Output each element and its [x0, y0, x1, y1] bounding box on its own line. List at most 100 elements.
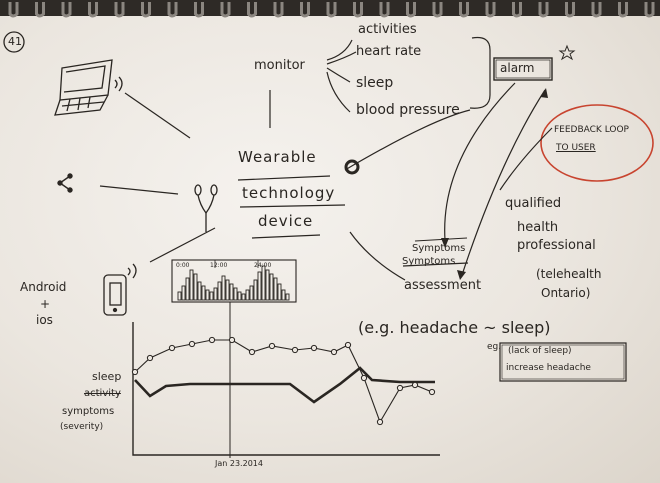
hist-bar [277, 283, 282, 301]
platform-line-3: ios [36, 313, 53, 327]
hist-bar [245, 289, 250, 301]
monitor-item-heart-rate: heart rate [356, 44, 422, 59]
hist-bar [265, 269, 270, 301]
center-line-2: technology [242, 184, 336, 202]
device-underlines [237, 175, 346, 239]
chart-label-activity: activity [84, 388, 121, 399]
earbuds-sketch [194, 184, 218, 232]
example-text: (e.g. headache ~ sleep) [358, 318, 551, 337]
spiral-ring [247, 2, 257, 18]
spiral-ring [618, 2, 628, 18]
monitor-item-activities: activities [358, 22, 417, 37]
assessment-label: assessment [404, 278, 482, 293]
hist-bar [241, 293, 246, 301]
feedback-line-1: FEEDBACK LOOP [554, 125, 629, 135]
share-icon [57, 173, 73, 193]
eg-box [499, 342, 627, 382]
spiral-ring [379, 2, 390, 18]
chart-point [376, 418, 384, 426]
hist-bar [225, 279, 230, 301]
hist-bar [229, 283, 234, 301]
telehealth-line-1: (telehealth [536, 267, 602, 281]
platform-line-1: Android [20, 280, 67, 294]
hist-bar [253, 279, 258, 301]
monitor-brace [469, 36, 491, 109]
chart-point [248, 348, 256, 356]
strike-line [402, 262, 469, 267]
hist-bar [249, 285, 254, 301]
symptoms-crossed-label: Symptoms [402, 256, 456, 267]
spiral-ring [538, 2, 549, 18]
chart-point [188, 340, 196, 348]
spiral-ring [591, 2, 602, 18]
chart-axes [132, 322, 440, 456]
chart-point [330, 348, 338, 356]
professional-line-3: professional [517, 238, 596, 253]
hist-tick-0: 0:00 [176, 262, 190, 269]
chart-line-thick [134, 366, 435, 404]
spiral-ring [194, 2, 204, 18]
page-number-circle [3, 31, 25, 53]
spiral-ring [353, 2, 363, 18]
hist-bar [197, 281, 202, 301]
hist-bar [273, 277, 278, 301]
chart-point [268, 342, 276, 350]
star-icon [558, 44, 576, 61]
feedback-circle [540, 104, 654, 182]
chart-label-severity: (severity) [60, 422, 104, 432]
alarm-box [493, 57, 553, 81]
monitor-label: monitor [254, 58, 305, 73]
sleep-symptoms-chart [131, 302, 440, 458]
hist-bar [261, 265, 266, 301]
hist-bar [269, 273, 274, 301]
connector-lines [99, 82, 553, 281]
hist-bar [281, 289, 286, 301]
spiral-ring [459, 2, 469, 18]
chart-point [208, 336, 216, 344]
professional-line-1: qualified [505, 196, 562, 211]
spiral-binding [0, 0, 660, 18]
chart-point [396, 384, 404, 392]
alarm-label: alarm [500, 61, 535, 75]
spiral-ring [8, 2, 19, 18]
symptoms-underline [414, 237, 468, 242]
hist-bar [177, 291, 182, 301]
center-line-1: Wearable [238, 148, 317, 166]
spiral-ring [326, 2, 337, 18]
chart-point [411, 381, 419, 389]
hist-bar [257, 271, 262, 301]
hist-bar [189, 269, 194, 301]
hist-bar [201, 285, 206, 301]
professional-line-2: health [517, 220, 559, 235]
monitor-branches [326, 39, 357, 113]
chart-point [146, 354, 154, 362]
chart-point [428, 388, 436, 396]
spiral-ring [167, 2, 178, 18]
spiral-ring [88, 2, 98, 18]
chart-point [131, 368, 139, 376]
feedback-line-2: TO USER [556, 143, 596, 153]
spiral-ring [273, 2, 284, 18]
eg-line-1: (lack of sleep) [508, 346, 572, 356]
hist-bar [185, 277, 190, 301]
chart-date-label: Jan 23.2014 [215, 459, 263, 468]
chart-point [310, 344, 318, 352]
hist-tick-12: 12:00 [210, 262, 228, 269]
hist-bar [209, 291, 214, 301]
arrowheads [441, 88, 548, 280]
eg-prefix: eg. [487, 342, 502, 352]
hist-bar [213, 287, 218, 301]
hist-tick-24: 24:00 [254, 262, 272, 269]
spiral-ring [220, 2, 231, 18]
hist-bar [285, 293, 290, 301]
spiral-ring [141, 2, 151, 18]
hist-bar [205, 289, 210, 301]
spiral-ring [300, 2, 310, 18]
page-number: 41 [8, 35, 22, 48]
chart-point [360, 374, 368, 382]
symptoms-label: Symptoms [412, 243, 466, 254]
hist-bar [233, 287, 238, 301]
hist-bar [193, 273, 198, 301]
